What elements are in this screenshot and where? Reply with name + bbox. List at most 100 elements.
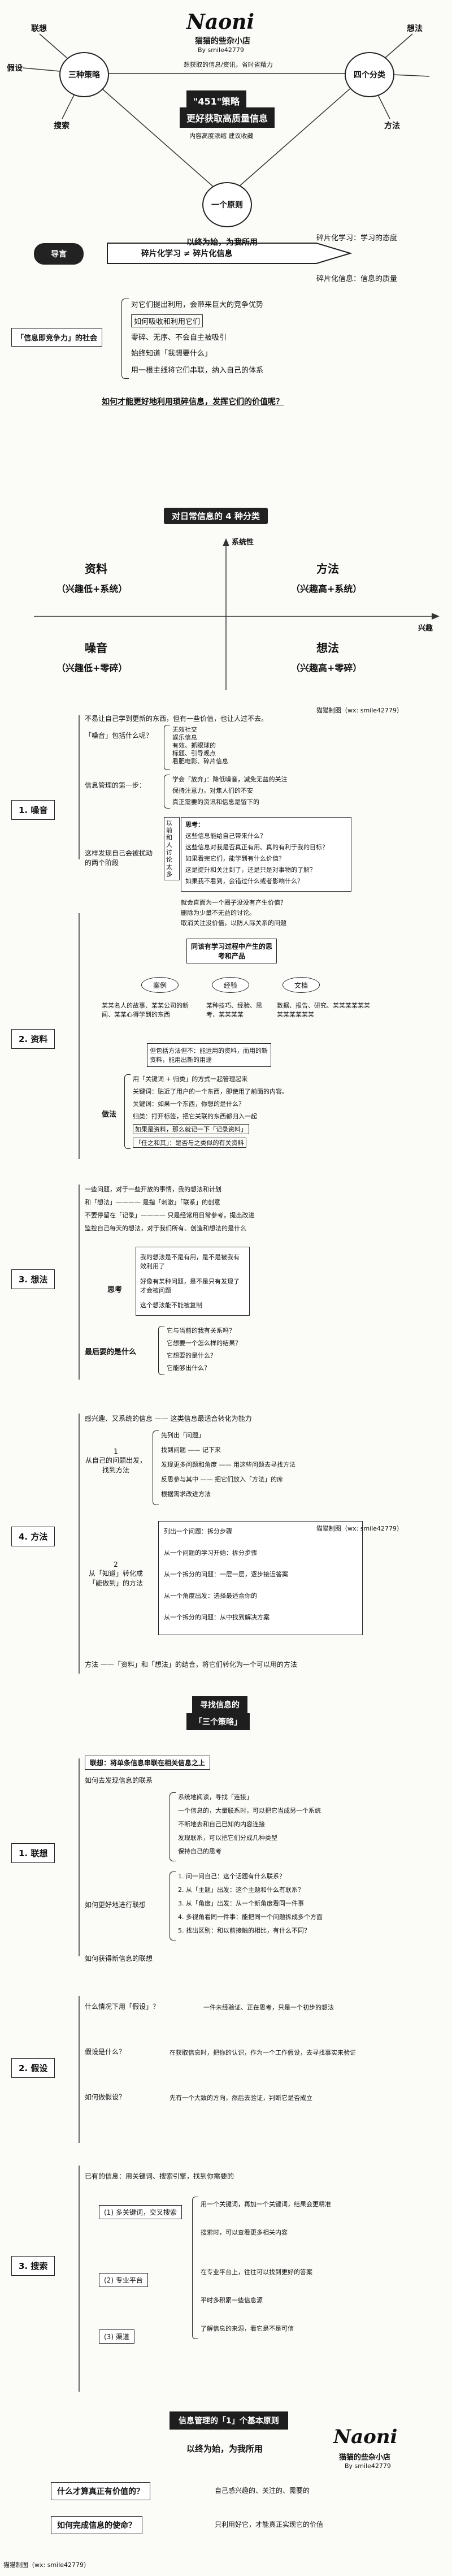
materials-method: 关键词：贴近了用户的一个东西，即使用了前面的内容。	[133, 1088, 288, 1095]
noise-item: 标题、引导观点	[172, 750, 216, 757]
noise-line: 不易让自己学到更新的东西，但有一些价值，也让人过不去。	[85, 715, 268, 723]
intro-item: 零碎、无序、不会自主被吸引	[131, 334, 227, 342]
search-item: (3) 渠道	[99, 2329, 134, 2344]
q1-desc: （兴趣低+系统）	[56, 584, 128, 594]
assumption-q: 如何做假设？	[85, 2093, 126, 2101]
brand-logo: Naoni	[333, 2426, 398, 2448]
noise-followup: 就会直面为一个圈子没没有产生价值？	[181, 899, 286, 906]
noise-item: 保持注意力，对焦人们的不安	[172, 787, 253, 794]
q3-desc: （兴趣低+零碎）	[56, 663, 128, 673]
association-method-item: 4. 多视角看同一件事：能把同一个问题拆成多个方面	[178, 1913, 323, 1921]
noise-think: 思考：	[185, 821, 204, 828]
association-method-item: 5. 找出区别：和以前接触的相比，有什么不同？	[178, 1927, 310, 1934]
association-item: 系统地阅读，寻找「连接」	[178, 1793, 253, 1801]
q1-name: 资料	[85, 562, 107, 576]
assumption-a: 一件未经验证、正在思考，只是一个初步的想法	[203, 2004, 334, 2011]
search-label: 3. 搜索	[11, 2256, 55, 2276]
noise-followup: 取消关注没价值，以防人际关系的问题	[181, 919, 286, 927]
association-outcome: 如何获得新信息的联想	[85, 1955, 153, 1963]
materials-top-box: 同该有学习过程中产生的思考和产品	[186, 939, 277, 963]
noise-think: 如果我不看到，会错过什么或者影响什么？	[185, 878, 303, 885]
ideas-last: 它与当前的我有关系吗？	[167, 1327, 235, 1334]
intro-right-top: 碎片化学习：学习的态度	[316, 234, 398, 243]
noise-item: 学会「放弃」：降低噪音，减免无益的关注	[172, 776, 288, 783]
header-word-method: 方法	[384, 122, 400, 131]
header-motto: 以终为始，为我所用	[186, 238, 258, 247]
ideas-intro: 不要停留在「记录」———— 只是经常用日常参考，提出改进	[85, 1212, 255, 1219]
assumption-q: 什么情况下用「假设」？	[85, 2003, 160, 2011]
center-note: 内容高度浓缩 建议收藏	[189, 132, 254, 140]
noise-label: 1. 噪音	[11, 800, 55, 820]
materials-note: 但包括方法但不：能运用的资料，而用的新资料，能用出新的用途	[147, 1043, 271, 1067]
method-box2-item: 从一个拆分的问题：一层一层，逐步接近答案	[164, 1571, 288, 1578]
ideas-last: 它想要一个怎么样的结果？	[167, 1339, 241, 1347]
principle-title: 信息管理的「1」个基本原则	[169, 2411, 288, 2430]
ideas-last: 它能够出什么？	[167, 1364, 210, 1372]
materials-oval: 经验	[212, 977, 249, 993]
association-item: 一个信息的，大量联系时，可以把它当成另一个系统	[178, 1807, 321, 1814]
brand-handle: By smile42779	[345, 2462, 391, 2470]
method-box2-item: 从一个拆分的问题：从中找到解决方案	[164, 1614, 270, 1621]
materials-col: 某某名人的故事、某某公司的新闻、某某心得学到的东西	[102, 1002, 189, 1018]
materials-oval: 文档	[282, 977, 320, 993]
brand-handle: By smile42779	[198, 46, 244, 54]
watermark: 猫猫制图（wx: smile42779）	[316, 707, 403, 714]
search-detail: 搜索时，可以查看更多相关内容	[201, 2229, 288, 2236]
intro-item: 始终知道「我想要什么」	[131, 349, 212, 358]
noise-item: 娱乐信息	[172, 734, 197, 741]
method-box1-item: 反思参与其中 —— 把它们放入「方法」的库	[161, 1476, 283, 1483]
association-title: 联想：将单条信息串联在相关信息之上	[85, 1756, 211, 1770]
search-detail: 了解信息的来源，看它是不是可信	[201, 2325, 294, 2332]
header-word-search: 搜索	[54, 122, 69, 131]
principle-a1: 自己感兴趣的、关注的、需要的	[215, 2487, 310, 2495]
ideas-intro: 监控自己每天的想法，对于我们所有、创造和想法的是什么	[85, 1225, 246, 1232]
noise-think: 这些信息能给自己带来什么？	[185, 832, 266, 840]
materials-label: 2. 资料	[11, 1029, 55, 1049]
ideas-intro: 和「想法」———— 是指「刺激」「联系」的创意	[85, 1199, 220, 1206]
watermark: 猫猫制图（wx: smile42779）	[316, 1525, 403, 1532]
noise-followup: 删除为少量不无益的讨论。	[181, 909, 255, 917]
association-item: 保持自己的思考	[178, 1848, 221, 1855]
materials-col: 数据、报告、研究、某某某某某某某某某某某某	[277, 1002, 370, 1018]
noise-item: 看肥电影、碎片信息	[172, 758, 228, 765]
q3-name: 噪音	[85, 641, 107, 655]
assumption-a: 先有一个大致的方向，然后去验证，判断它是否成立	[169, 2094, 312, 2102]
association-label: 1. 联想	[11, 1843, 55, 1863]
principle-a2: 只利用好它，才能真正实现它的价值	[215, 2521, 324, 2529]
intro-left-box: 「信息即竞争力」的社会	[11, 328, 103, 347]
search-item: (2) 专业平台	[99, 2273, 148, 2287]
brand-subtitle: 猫猫的些杂小店	[339, 2453, 391, 2462]
assumption-a: 在获取信息时，把你的认识，作为一个工作假设，去寻找事实来验证	[169, 2049, 356, 2056]
ideas-think-label: 思考	[107, 1286, 123, 1294]
association-method: 如何更好地进行联想	[85, 1901, 146, 1909]
brand-subtitle: 猫猫的些杂小店	[195, 37, 250, 46]
method-label: 4. 方法	[11, 1527, 55, 1546]
search-item: (1) 多关键词，交叉搜索	[99, 2205, 182, 2219]
q4-name: 想法	[316, 641, 339, 655]
ideas-last-label: 最后要的是什么	[85, 1348, 137, 1356]
assumption-q: 假设是什么？	[85, 2048, 126, 2056]
method-box2-label: 2 从「知道」转化成「能做到」的方法	[88, 1561, 143, 1587]
method-box1-item: 先列出「问题」	[161, 1432, 205, 1439]
ideas-label: 3. 想法	[11, 1269, 55, 1289]
materials-oval: 案例	[141, 977, 179, 993]
intro-question: 如何才能更好地利用琐碎信息，发挥它们的价值呢？	[102, 397, 284, 407]
materials-method: 关键词：如果一个东西，你想的是什么？	[133, 1100, 245, 1108]
center-title-2: 更好获取高质量信息	[180, 107, 275, 128]
method-box2-item: 从一个角度出发：选择最适合你的	[164, 1592, 257, 1600]
intro-item: 用一根主线将它们串联，纳入自己的体系	[131, 366, 264, 375]
materials-method: 用「关键词 + 归类」的方式一起管理起来	[133, 1075, 248, 1083]
ideas-think: 好像有某种问题，是不是只有发现了才会被问题	[140, 1278, 240, 1294]
intro-tag: 导言	[34, 243, 84, 265]
noise-line: 这样发现自己会被扰动的两个阶段	[85, 849, 153, 867]
association-method-item: 2. 从「主题」出发：这个主题和什么有联系？	[178, 1886, 304, 1894]
header-word-idea: 想法	[407, 24, 423, 33]
q4-desc: （兴趣高+零碎）	[291, 663, 362, 673]
quadrant-title: 对日常信息的 4 种分类	[164, 508, 268, 524]
method-intro: 感兴趣、又系统的信息 —— 这类信息最适合转化为能力	[85, 1415, 252, 1423]
center-small-text: 想获取的信息/资讯，省时省精力	[184, 61, 273, 68]
intro-arrow-text: 碎片化学习 ≠ 碎片化信息	[141, 249, 233, 258]
principle-q1: 什么才算真正有价值的？	[51, 2482, 150, 2500]
intro-brace	[121, 299, 129, 379]
method-box1-item: 发现更多问题和角度 —— 用这些问题去寻找方法	[161, 1461, 295, 1468]
